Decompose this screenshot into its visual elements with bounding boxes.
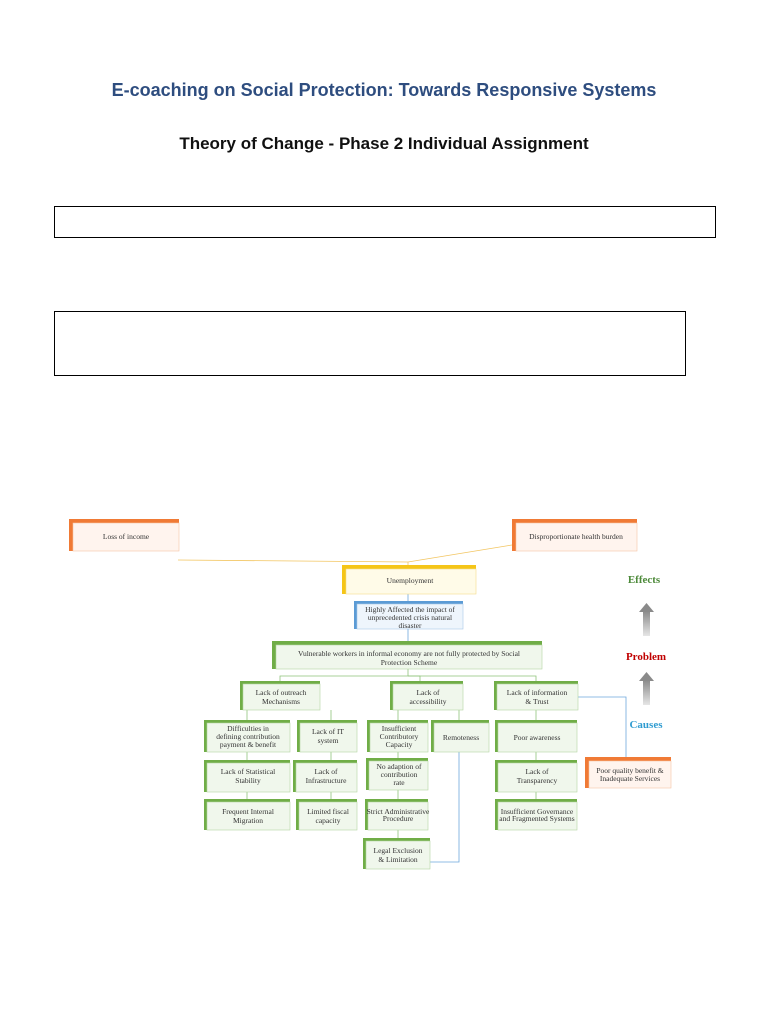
- highly-affected-line-3: disaster: [399, 621, 422, 630]
- transparency-line-1: Lack of: [525, 767, 549, 776]
- migration-line-1: Frequent Internal: [222, 807, 274, 816]
- it-system-line-1: Lack of IT: [312, 727, 344, 736]
- difficulties-line-3: payment & benefit: [220, 740, 277, 749]
- text-field-1[interactable]: [54, 206, 716, 238]
- legend-problem-label: Problem: [626, 651, 666, 663]
- node-poor-quality: Poor quality benefit & Inadequate Servic…: [585, 757, 672, 789]
- document-subtitle: Theory of Change - Phase 2 Individual As…: [179, 134, 589, 153]
- node-transparency: Lack of Transparency: [495, 760, 578, 793]
- infrastructure-line-1: Lack of: [314, 767, 338, 776]
- node-poor-awareness: Poor awareness: [495, 720, 578, 753]
- legal-exclusion-line-1: Legal Exclusion: [374, 846, 423, 855]
- governance-line-1: Insufficient Governance: [501, 807, 574, 816]
- loss-of-income-label: Loss of income: [103, 532, 150, 541]
- difficulties-line-1: Difficulties in: [227, 724, 269, 733]
- node-remoteness: Remoteness: [431, 720, 490, 753]
- node-lack-of-accessibility: Lack of accessibility: [390, 681, 464, 711]
- highly-affected-line-1: Highly Affected the impact of: [365, 605, 455, 614]
- fiscal-line-2: capacity: [316, 816, 341, 825]
- information-line-2: & Trust: [525, 697, 549, 706]
- node-difficulties: Difficulties in defining contribution pa…: [204, 720, 291, 753]
- text-field-2[interactable]: [54, 311, 686, 376]
- outreach-line-1: Lack of outreach: [256, 688, 307, 697]
- legend-up-arrow-icon: [639, 603, 654, 636]
- remoteness-label: Remoteness: [443, 733, 479, 742]
- node-insufficient: Insufficient Contributory Capacity: [367, 720, 429, 753]
- insufficient-line-1: Insufficient: [382, 724, 417, 733]
- insufficient-line-2: Contributory: [380, 732, 419, 741]
- node-legal-exclusion: Legal Exclusion & Limitation: [363, 838, 431, 870]
- legend-causes-label: Causes: [629, 719, 663, 731]
- unemployment-label: Unemployment: [387, 576, 435, 585]
- infrastructure-line-2: Infrastructure: [306, 776, 347, 785]
- no-adaption-line-3: rate: [393, 778, 405, 787]
- problem-line-2: Protection Scheme: [381, 658, 438, 667]
- it-system-line-2: system: [318, 736, 339, 745]
- node-lack-of-outreach: Lack of outreach Mechanisms: [240, 681, 321, 711]
- strict-admin-line-2: Procedure: [383, 814, 414, 823]
- health-burden-label: Disproportionate health burden: [529, 532, 623, 541]
- node-unemployment: Unemployment: [342, 565, 477, 595]
- transparency-line-2: Transparency: [517, 776, 558, 785]
- problem-line-1: Vulnerable workers in informal economy a…: [298, 649, 520, 658]
- node-problem: Vulnerable workers in informal economy a…: [272, 641, 543, 670]
- migration-line-2: Migration: [233, 816, 263, 825]
- outreach-line-2: Mechanisms: [262, 697, 300, 706]
- statistical-line-2: Stability: [235, 776, 261, 785]
- node-highly-affected: Highly Affected the impact of unpreceden…: [354, 601, 464, 630]
- governance-line-2: and Fragmented Systems: [499, 814, 574, 823]
- node-statistical: Lack of Statistical Stability: [204, 760, 291, 793]
- poor-awareness-label: Poor awareness: [514, 733, 561, 742]
- strict-admin-line-1: Strict Administrative: [367, 807, 430, 816]
- accessibility-line-2: accessibility: [409, 697, 446, 706]
- no-adaption-line-2: contribution: [381, 770, 418, 779]
- node-migration: Frequent Internal Migration: [204, 799, 291, 831]
- node-lack-of-information: Lack of information & Trust: [494, 681, 579, 711]
- node-no-adaption: No adaption of contribution rate: [366, 758, 429, 791]
- node-fiscal: Limited fiscal capacity: [296, 799, 358, 831]
- fiscal-line-1: Limited fiscal: [307, 807, 349, 816]
- difficulties-line-2: defining contribution: [216, 732, 280, 741]
- information-line-1: Lack of information: [507, 688, 568, 697]
- effect-node-loss-of-income: Loss of income: [69, 519, 180, 552]
- poor-quality-line-2: Inadequate Services: [600, 774, 660, 783]
- legend-effects-label: Effects: [628, 574, 661, 586]
- poor-quality-line-1: Poor quality benefit &: [596, 766, 663, 775]
- insufficient-line-3: Capacity: [386, 740, 413, 749]
- statistical-line-1: Lack of Statistical: [221, 767, 276, 776]
- accessibility-line-1: Lack of: [416, 688, 440, 697]
- node-it-system: Lack of IT system: [297, 720, 358, 753]
- no-adaption-line-1: No adaption of: [377, 762, 422, 771]
- effect-node-health-burden: Disproportionate health burden: [512, 519, 638, 552]
- legend-up-arrow-icon: [639, 672, 654, 705]
- node-strict-admin: Strict Administrative Procedure: [365, 799, 430, 831]
- legal-exclusion-line-2: & Limitation: [378, 855, 418, 864]
- node-governance: Insufficient Governance and Fragmented S…: [495, 799, 578, 831]
- node-infrastructure: Lack of Infrastructure: [293, 760, 358, 793]
- highly-affected-line-2: unprecedented crisis natural: [368, 613, 452, 622]
- legend: Effects Problem Causes: [626, 574, 666, 731]
- document-title: E-coaching on Social Protection: Towards…: [111, 80, 657, 100]
